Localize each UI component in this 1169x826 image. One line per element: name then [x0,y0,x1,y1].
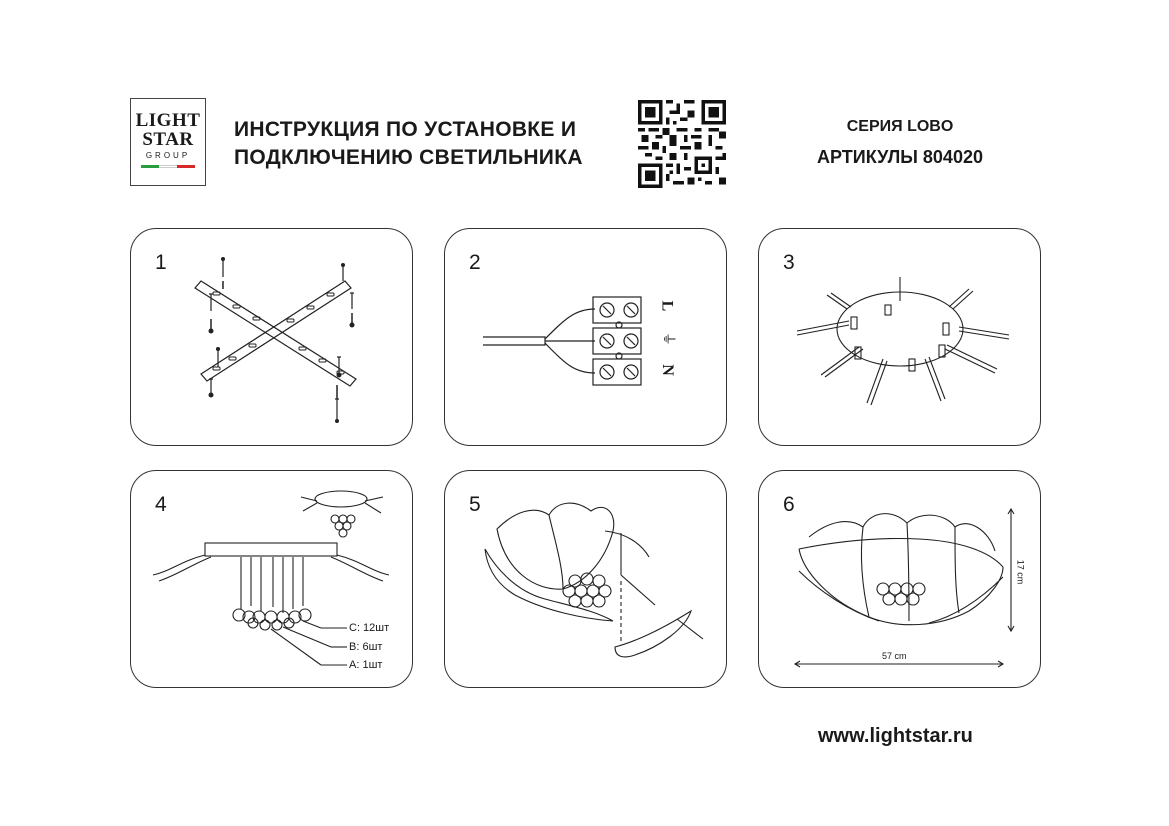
width-dimension: 57 cm [882,651,907,661]
height-dimension: 17 cm [1015,559,1026,585]
terminal-label-ground: ⏚ [661,332,677,346]
part-label-b: B: 6шт [349,641,383,653]
part-label-c: C: 12шт [349,622,390,634]
part-label-a: A: 1шт [349,659,383,671]
logo-line-3: GROUP [145,151,191,160]
title-line-1: ИНСТРУКЦИЯ ПО УСТАНОВКЕ И [234,118,577,141]
crystal-assembly-diagram [152,490,390,666]
step-number: 3 [783,251,795,274]
step-panel-4: 4 C: 12шт B: 6шт A: 1шт [130,470,413,688]
step-panel-5: 5 [444,470,727,688]
canopy-arms-diagram [796,277,1010,406]
series-name: СЕРИЯ LOBO [846,118,954,135]
step-number: 5 [469,493,481,516]
step-panel-2: 2 L ⏚ N [444,228,727,446]
step-number: 4 [155,493,167,516]
terminal-label-l: L [658,300,676,312]
step-panel-6: 6 57 cm 17 cm [758,470,1041,688]
terminal-block-diagram [483,296,642,386]
article-number: АРТИКУЛЫ 804020 [817,147,983,167]
step-panel-3: 3 [758,228,1041,446]
brand-logo: LIGHT STAR GROUP [130,98,206,186]
terminal-label-n: N [658,364,676,376]
website-link[interactable]: www.lightstar.ru [818,725,973,747]
logo-line-2: STAR [142,129,194,150]
italian-flag-stripe [131,165,205,168]
step-panel-1: 1 [130,228,413,446]
assembled-fixture-diagram [793,507,1015,668]
petal-attach-diagram [484,502,704,658]
mounting-bracket-diagram [194,257,357,423]
qr-code[interactable] [638,100,726,188]
page-title: ИНСТРУКЦИЯ ПО УСТАНОВКЕ И ПОДКЛЮЧЕНИЮ СВ… [234,116,634,172]
step-number: 2 [469,251,481,274]
logo-line-1: LIGHT [135,110,201,131]
step-number: 6 [783,493,795,516]
step-number: 1 [155,251,167,274]
title-line-2: ПОДКЛЮЧЕНИЮ СВЕТИЛЬНИКА [234,146,583,169]
